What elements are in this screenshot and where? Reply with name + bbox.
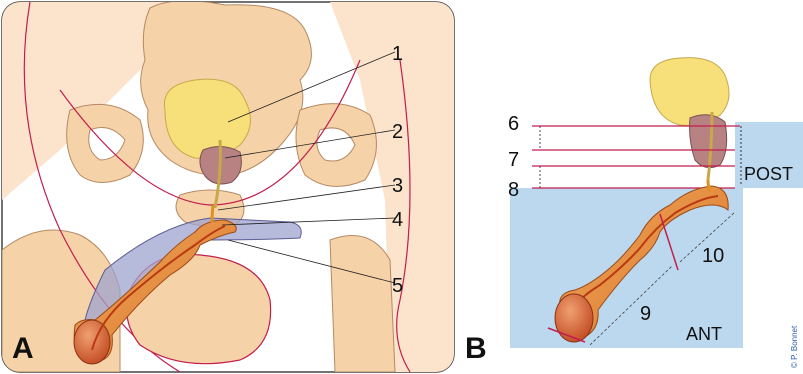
callout-7: 7 bbox=[508, 149, 519, 171]
callout-8: 8 bbox=[508, 179, 519, 201]
credit-text: © P. Bonnet bbox=[790, 325, 799, 368]
callout-1: 1 bbox=[392, 43, 403, 65]
membranous-urethra-b bbox=[708, 180, 710, 192]
glans-b bbox=[555, 294, 593, 342]
membranous-urethra bbox=[212, 205, 213, 222]
panel-b: 6 7 8 9 10 POST ANT B © P. Bonnet bbox=[465, 58, 803, 368]
callout-9: 9 bbox=[640, 303, 651, 325]
callout-6: 6 bbox=[508, 113, 519, 135]
panel-a-label: A bbox=[12, 332, 34, 365]
prostate-b bbox=[690, 115, 727, 168]
region-label-post: POST bbox=[744, 164, 793, 184]
callout-5: 5 bbox=[392, 275, 403, 297]
bladder-b bbox=[650, 58, 729, 126]
callout-2: 2 bbox=[392, 121, 403, 143]
bladder bbox=[164, 79, 250, 158]
callout-4: 4 bbox=[392, 209, 403, 231]
callout-10: 10 bbox=[702, 245, 724, 267]
femur-right bbox=[330, 236, 395, 373]
panel-b-label: B bbox=[465, 332, 487, 365]
glans-a bbox=[74, 320, 110, 364]
panel-a: 1 2 3 4 5 A bbox=[2, 1, 454, 372]
region-label-ant: ANT bbox=[686, 324, 722, 344]
callout-3: 3 bbox=[392, 175, 403, 197]
